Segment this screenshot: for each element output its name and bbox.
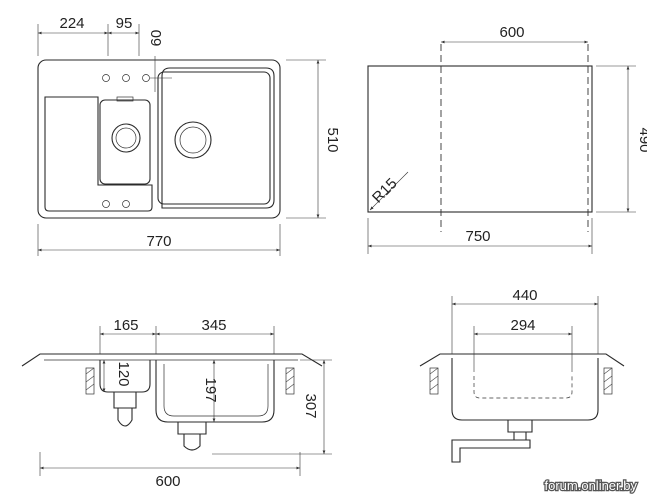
label-165: 165 bbox=[113, 317, 138, 334]
large-bowl-section bbox=[155, 360, 275, 423]
label-120: 120 bbox=[115, 361, 132, 386]
cutout-view: 600 490 R15 750 bbox=[367, 24, 647, 254]
bowl-section-right bbox=[451, 358, 599, 421]
label-307: 307 bbox=[302, 393, 319, 418]
label-600-cutout: 600 bbox=[499, 24, 524, 41]
large-drain bbox=[174, 121, 212, 159]
small-bowl bbox=[99, 99, 151, 185]
label-224: 224 bbox=[59, 15, 84, 32]
section-right: 440 294 bbox=[419, 287, 625, 463]
overflow-slot bbox=[116, 96, 134, 102]
small-bowl-section bbox=[99, 360, 151, 393]
label-345: 345 bbox=[201, 317, 226, 334]
large-bowl bbox=[157, 71, 271, 205]
label-294: 294 bbox=[510, 317, 535, 334]
label-60: 60 bbox=[148, 30, 165, 47]
label-770: 770 bbox=[146, 233, 171, 250]
label-r15: R15 bbox=[369, 175, 400, 206]
large-bowl-rim bbox=[161, 67, 275, 209]
label-197: 197 bbox=[202, 377, 219, 402]
label-95: 95 bbox=[116, 15, 133, 32]
label-600-cabinet: 600 bbox=[155, 473, 180, 490]
watermark-logo: forum.onliner.by bbox=[543, 477, 638, 495]
drain-pipe bbox=[451, 439, 531, 463]
small-drain bbox=[111, 123, 141, 153]
label-440: 440 bbox=[512, 287, 537, 304]
top-view: 224 95 60 510 770 bbox=[37, 15, 341, 256]
drainboard bbox=[44, 96, 153, 212]
rim-profile-right bbox=[419, 353, 625, 367]
sink-outline bbox=[37, 59, 281, 219]
label-490: 490 bbox=[636, 127, 647, 152]
watermark-text: forum.onliner.by bbox=[545, 478, 638, 493]
cutout-rect bbox=[367, 65, 593, 213]
label-510: 510 bbox=[324, 127, 341, 152]
label-750: 750 bbox=[465, 228, 490, 245]
section-left: 165 345 120 197 307 600 bbox=[21, 317, 332, 490]
